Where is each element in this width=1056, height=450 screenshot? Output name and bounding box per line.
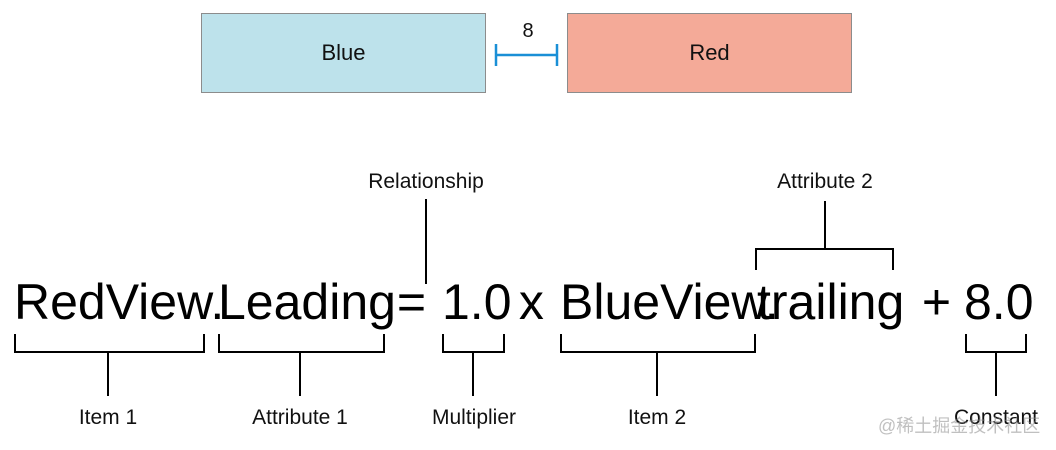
spacing-dimension — [494, 44, 559, 66]
equation-attribute1: Leading — [218, 274, 396, 330]
red-view-label: Red — [689, 40, 730, 65]
equation-times: x — [505, 274, 558, 330]
bracket-item2 — [560, 334, 756, 396]
bracket-constant — [965, 334, 1027, 396]
label-relationship: Relationship — [368, 170, 484, 193]
equation-multiplier: 1.0 — [442, 274, 512, 330]
label-item1: Item 1 — [78, 406, 138, 429]
spacing-value: 8 — [522, 20, 534, 42]
label-attribute1: Attribute 1 — [252, 406, 348, 429]
watermark-text: @稀土掘金技术社区 — [878, 416, 1041, 436]
bracket-item1 — [14, 334, 205, 396]
equation-attribute2: trailing — [757, 274, 905, 330]
equation-item1: RedView. — [14, 274, 225, 330]
equation-item2: BlueView. — [560, 274, 779, 330]
equation-constant: 8.0 — [964, 274, 1034, 330]
label-constant: Constant — [953, 406, 1039, 429]
equation-plus: + — [908, 274, 965, 330]
label-attribute2: Attribute 2 — [777, 170, 873, 193]
equation-relation: = — [383, 274, 440, 330]
bracket-attribute2 — [755, 201, 894, 270]
blue-view-label: Blue — [321, 40, 366, 65]
red-view-box: Red — [567, 13, 852, 93]
bracket-multiplier — [442, 334, 505, 396]
label-multiplier: Multiplier — [431, 406, 517, 429]
blue-view-box: Blue — [201, 13, 486, 93]
label-item2: Item 2 — [627, 406, 687, 429]
bracket-attribute1 — [218, 334, 385, 396]
